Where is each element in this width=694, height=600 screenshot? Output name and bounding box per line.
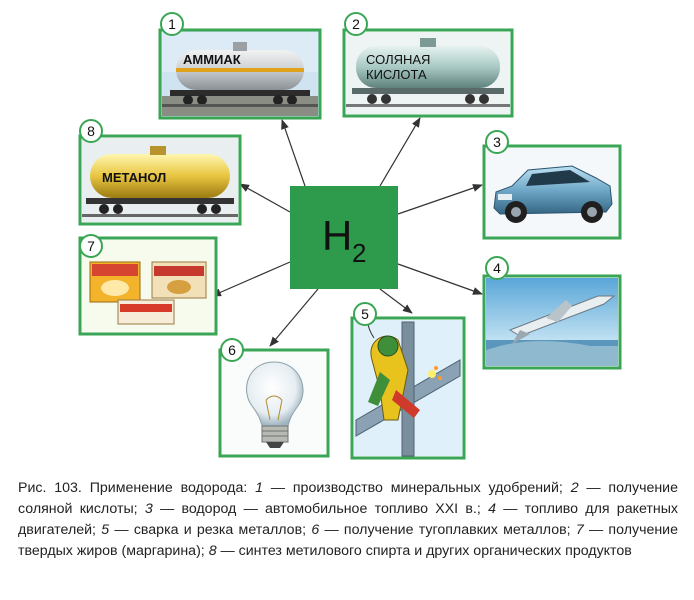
caption-text-1: — производство минеральных удобрений;	[263, 480, 571, 496]
svg-text:3: 3	[493, 134, 501, 150]
badge-3: 3	[485, 130, 509, 154]
tank-label-hydrochloric-1: СОЛЯНАЯ	[366, 52, 430, 67]
panel-4-rocket	[482, 274, 622, 370]
caption-text-8: — синтез метилового спирта и других орга…	[216, 543, 632, 559]
panel-1-ammonia: АММИАК	[158, 28, 322, 120]
badge-5: 5	[353, 302, 377, 326]
panel-6-light-bulb	[218, 348, 330, 458]
arrow-to-4	[397, 263, 483, 295]
caption-num-1: 1	[255, 480, 264, 496]
caption-num-2: 2	[570, 480, 579, 496]
center-symbol: H	[322, 212, 352, 259]
arrow-to-3	[397, 184, 483, 215]
figure-caption: Рис. 103. Применение водорода: 1 — произ…	[18, 478, 678, 562]
svg-text:7: 7	[87, 238, 95, 254]
caption-num-7: 7	[575, 522, 584, 538]
arrow-to-7	[211, 261, 291, 297]
svg-text:5: 5	[361, 306, 369, 322]
arrow-to-2	[379, 117, 421, 187]
arrow-to-1	[281, 119, 306, 187]
badge-2: 2	[344, 12, 368, 36]
caption-text-5: — сварка и резка металлов;	[109, 522, 312, 538]
arrow-to-5	[379, 288, 413, 314]
svg-text:2: 2	[352, 16, 360, 32]
svg-text:1: 1	[168, 16, 176, 32]
tank-label-ammonia: АММИАК	[183, 52, 241, 67]
caption-num-8: 8	[208, 543, 217, 559]
svg-text:4: 4	[493, 260, 501, 276]
hydrogen-center: H 2	[290, 186, 398, 289]
badge-1: 1	[160, 12, 184, 36]
caption-num-6: 6	[311, 522, 320, 538]
center-subscript: 2	[352, 238, 366, 268]
panel-8-methanol: МЕТАНОЛ	[78, 134, 242, 226]
caption-text-7: — получение твердых жиров (маргарина);	[18, 522, 678, 559]
caption-num-4: 4	[488, 501, 496, 517]
caption-prefix: Рис. 103. Применение водорода:	[18, 480, 256, 496]
arrow-to-8	[239, 183, 291, 213]
panel-5-welder	[350, 303, 466, 460]
badge-6: 6	[220, 338, 244, 362]
arrow-to-6	[269, 288, 319, 347]
panel-7-margarine	[78, 236, 218, 336]
tank-label-hydrochloric-2: КИСЛОТА	[366, 67, 427, 82]
badge-4: 4	[485, 256, 509, 280]
svg-text:6: 6	[228, 342, 236, 358]
hydrogen-uses-diagram: H 2 АММИАК СОЛЯНАЯ КИСЛОТА	[78, 12, 622, 460]
caption-num-3: 3	[144, 501, 153, 517]
panel-3-car	[482, 144, 622, 240]
panel-2-hydrochloric-acid: СОЛЯНАЯ КИСЛОТА	[342, 28, 514, 118]
badges: 1 2 3 4 5 6 7 8	[79, 12, 509, 362]
tank-label-methanol: МЕТАНОЛ	[102, 170, 166, 185]
caption-text-2: — получение соляной кислоты;	[18, 480, 679, 517]
arrows	[211, 117, 483, 347]
caption-num-5: 5	[101, 522, 110, 538]
center-square	[290, 186, 398, 289]
caption-text-3: — водород — автомобильное топливо XXI в.…	[152, 501, 489, 517]
badge-7: 7	[79, 234, 103, 258]
svg-text:8: 8	[87, 123, 95, 139]
caption-text-4: — топливо для ракетных двигателей;	[18, 501, 678, 538]
badge-8: 8	[79, 119, 103, 143]
caption-text-6: — получение тугоплавких металлов;	[319, 522, 576, 538]
